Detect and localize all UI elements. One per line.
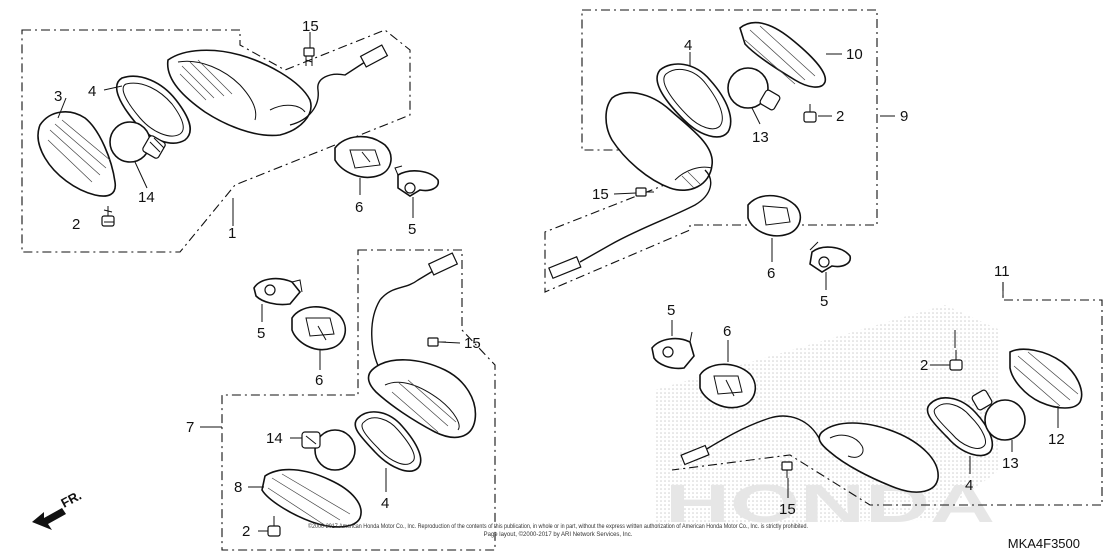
bulb-holder-5-b: [809, 241, 852, 273]
callout-14-a: 14: [138, 189, 155, 206]
turn-signal-housing-1: [167, 49, 312, 137]
screw-2-a: [101, 206, 115, 227]
callout-2-b: 2: [836, 108, 844, 125]
connector-11: [680, 444, 710, 466]
screw-2-b: [803, 104, 817, 123]
socket-6-a: [334, 135, 392, 179]
callout-2-a: 2: [72, 216, 80, 233]
assembly-11-group: 11 2 12 13 4 5 6 15: [651, 263, 1103, 518]
gasket-4-b: [656, 63, 732, 138]
callout-10: 10: [846, 46, 863, 63]
connector-7: [427, 252, 459, 276]
diagram-code: MKA4F3500: [1008, 536, 1080, 551]
connector-1: [359, 44, 389, 68]
bulb-holder-5-c: [253, 277, 303, 306]
callout-4-b: 4: [684, 37, 692, 54]
gasket-4-d: [926, 397, 994, 457]
callout-13-b: 13: [1002, 455, 1019, 472]
turn-signal-lens-8: [261, 468, 362, 528]
bulb-13-a: [727, 67, 781, 111]
gasket-4-a: [116, 75, 192, 144]
wire-harness-9: [579, 169, 712, 263]
callout-8: 8: [234, 479, 242, 496]
callout-5-c: 5: [257, 325, 265, 342]
assembly-1-group: 3 4 14 2 1 15 6 5: [21, 18, 440, 253]
copyright-notice: ©2000-2017 American Honda Motor Co., Inc…: [308, 523, 808, 530]
bolt-15-d: [781, 461, 793, 478]
callout-12: 12: [1048, 431, 1065, 448]
screw-2-d: [949, 350, 963, 371]
turn-signal-lens-10: [739, 21, 826, 88]
assembly-9-group: 4 10 2 9 13 15 6 5: [544, 9, 908, 310]
front-direction-indicator: FR.: [32, 488, 84, 530]
bulb-14-a: [109, 121, 166, 163]
socket-6-c: [291, 306, 347, 351]
callout-4-c: 4: [381, 495, 389, 512]
callout-13-a: 13: [752, 129, 769, 146]
callout-7: 7: [186, 419, 194, 436]
front-arrow-icon: [32, 508, 66, 530]
callout-1: 1: [228, 225, 236, 242]
callout-5-d: 5: [667, 302, 675, 319]
connector-9: [548, 256, 582, 280]
callout-6-c: 6: [315, 372, 323, 389]
assembly-7-group: 5 6 15 7 14 8 4 2: [186, 249, 496, 551]
callout-5-a: 5: [408, 221, 416, 238]
wire-harness-1: [289, 59, 369, 126]
bolt-15-b: [635, 187, 654, 197]
callout-4-a: 4: [88, 83, 96, 100]
turn-signal-housing-11: [818, 422, 939, 493]
callout-6-d: 6: [723, 323, 731, 340]
assembly-11-boundary: [671, 282, 1103, 506]
bulb-holder-5-d: [651, 331, 695, 370]
callout-4-d: 4: [965, 477, 973, 494]
turn-signal-housing-9: [605, 91, 713, 191]
bolt-15-a: [303, 47, 315, 66]
gasket-4-c: [354, 411, 422, 472]
page-layout-notice: Page layout, ©2000-2017 by ARI Network S…: [484, 531, 633, 538]
callout-3: 3: [54, 88, 62, 105]
callout-14-b: 14: [266, 430, 283, 447]
callout-15-a: 15: [302, 18, 319, 35]
callout-5-b: 5: [820, 293, 828, 310]
watermark-text: HONDA: [665, 474, 995, 534]
socket-6-d: [699, 363, 757, 409]
bulb-13-b: [971, 389, 1026, 441]
callout-6-b: 6: [767, 265, 775, 282]
callout-15-d: 15: [779, 501, 796, 518]
callout-15-b: 15: [592, 186, 609, 203]
screw-2-c: [267, 516, 281, 537]
bulb-14-b: [301, 429, 356, 471]
callout-2-d: 2: [920, 357, 928, 374]
assembly-9-boundary: [544, 9, 878, 293]
assembly-1-boundary: [21, 29, 411, 253]
callout-6-a: 6: [355, 199, 363, 216]
turn-signal-housing-7: [367, 359, 477, 439]
wire-harness-11: [689, 415, 821, 459]
wire-harness-7: [371, 267, 439, 371]
callout-11: 11: [994, 263, 1010, 280]
assembly-7-boundary: [221, 249, 496, 551]
socket-6-b: [747, 194, 802, 237]
callout-2-c: 2: [242, 523, 250, 540]
bulb-holder-5-a: [394, 165, 440, 197]
callout-9: 9: [900, 108, 908, 125]
callout-15-c: 15: [464, 335, 481, 352]
front-label: FR.: [58, 488, 84, 511]
